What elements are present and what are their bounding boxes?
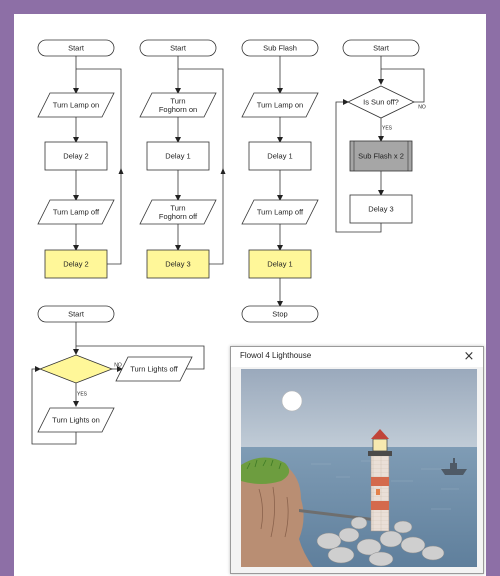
chart1-step4-label: Delay 2 — [63, 260, 88, 269]
chart2-terminal-shape[interactable] — [139, 39, 217, 57]
chart5-no-branch-shape[interactable] — [115, 356, 193, 382]
chart4-decision-label: Is Sun off? — [363, 98, 399, 107]
chart2-step3-shape[interactable] — [139, 199, 217, 225]
chart3-end-label: Stop — [272, 310, 287, 319]
chart1-step3-shape[interactable] — [37, 199, 115, 225]
chart3-step1-shape[interactable] — [241, 92, 319, 118]
chart4-return-loop — [335, 99, 382, 233]
ship — [441, 458, 467, 475]
chart4-delay-shape[interactable] — [349, 194, 413, 224]
chart3-step1-label: Turn Lamp on — [257, 101, 303, 110]
chart3-step3-shape[interactable] — [241, 199, 319, 225]
chart4-delay-label: Delay 3 — [368, 205, 393, 214]
chart3-step2-label: Delay 1 — [267, 152, 292, 161]
chart1-step4-shape[interactable] — [44, 249, 108, 279]
lighthouse-picture — [241, 369, 477, 567]
chart3-step4-label: Delay 1 — [267, 260, 292, 269]
chart2-loop — [178, 68, 224, 265]
chart5-yes-label: YES — [77, 392, 88, 398]
chart2-step2-shape[interactable] — [146, 141, 210, 171]
chart3-step4-shape[interactable] — [248, 249, 312, 279]
chart1-step3-label: Turn Lamp off — [53, 208, 100, 217]
chart2-loop-arrow — [220, 168, 226, 174]
chart3-step2-shape[interactable] — [248, 141, 312, 171]
window-titlebar: Flowol 4 Lighthouse × — [231, 347, 483, 367]
chart3-terminal-label: Sub Flash — [263, 44, 297, 53]
chart3-end-shape[interactable] — [241, 305, 319, 323]
chart1-step1-label: Turn Lamp on — [53, 101, 99, 110]
chart5-terminal-shape[interactable] — [37, 305, 115, 323]
sun-icon — [281, 390, 303, 412]
chart5-yes-return — [31, 366, 77, 445]
chart4-no-loop — [381, 68, 425, 103]
chart5-terminal-label: Start — [68, 310, 85, 319]
chart1-step2-label: Delay 2 — [63, 152, 88, 161]
chart3-step3-label: Turn Lamp off — [257, 208, 304, 217]
chart5-yes-branch-shape[interactable] — [37, 407, 115, 433]
chart1-terminal-shape[interactable] — [37, 39, 115, 57]
chart2-terminal-label: Start — [170, 44, 187, 53]
chart2-step4-label: Delay 3 — [165, 260, 190, 269]
chart5-no-return — [76, 345, 205, 370]
chart5-no-branch-label: Turn Lights off — [130, 365, 178, 374]
chart5-no-label: NO — [114, 363, 122, 369]
chart1-step2-shape[interactable] — [44, 141, 108, 171]
lighthouse — [368, 429, 392, 532]
chart4-yes-label: YES — [382, 126, 393, 132]
window-title: Flowol 4 Lighthouse — [240, 351, 312, 360]
chart4-terminal-shape[interactable] — [342, 39, 420, 57]
chart4-subroutine-shape[interactable] — [349, 140, 413, 172]
chart1-terminal-label: Start — [68, 44, 85, 53]
chart4-terminal-label: Start — [373, 44, 390, 53]
chart1-loop — [76, 68, 122, 265]
chart5-yes-branch-label: Turn Lights on — [52, 416, 100, 425]
close-icon[interactable]: × — [463, 349, 475, 364]
cliff — [241, 459, 313, 567]
chart4-decision-shape[interactable] — [347, 85, 415, 119]
chart3-terminal-shape[interactable] — [241, 39, 319, 57]
chart4-subroutine-label: Sub Flash x 2 — [358, 152, 404, 161]
chart1-loop-arrow — [118, 168, 124, 174]
lighthouse-window: Flowol 4 Lighthouse × — [230, 346, 484, 574]
chart2-step4-shape[interactable] — [146, 249, 210, 279]
chart1-step1-shape[interactable] — [37, 92, 115, 118]
chart5-decision-shape[interactable] — [38, 354, 114, 384]
chart4-no-label: NO — [418, 105, 426, 111]
chart2-step2-label: Delay 1 — [165, 152, 190, 161]
chart2-step1-shape[interactable] — [139, 92, 217, 118]
